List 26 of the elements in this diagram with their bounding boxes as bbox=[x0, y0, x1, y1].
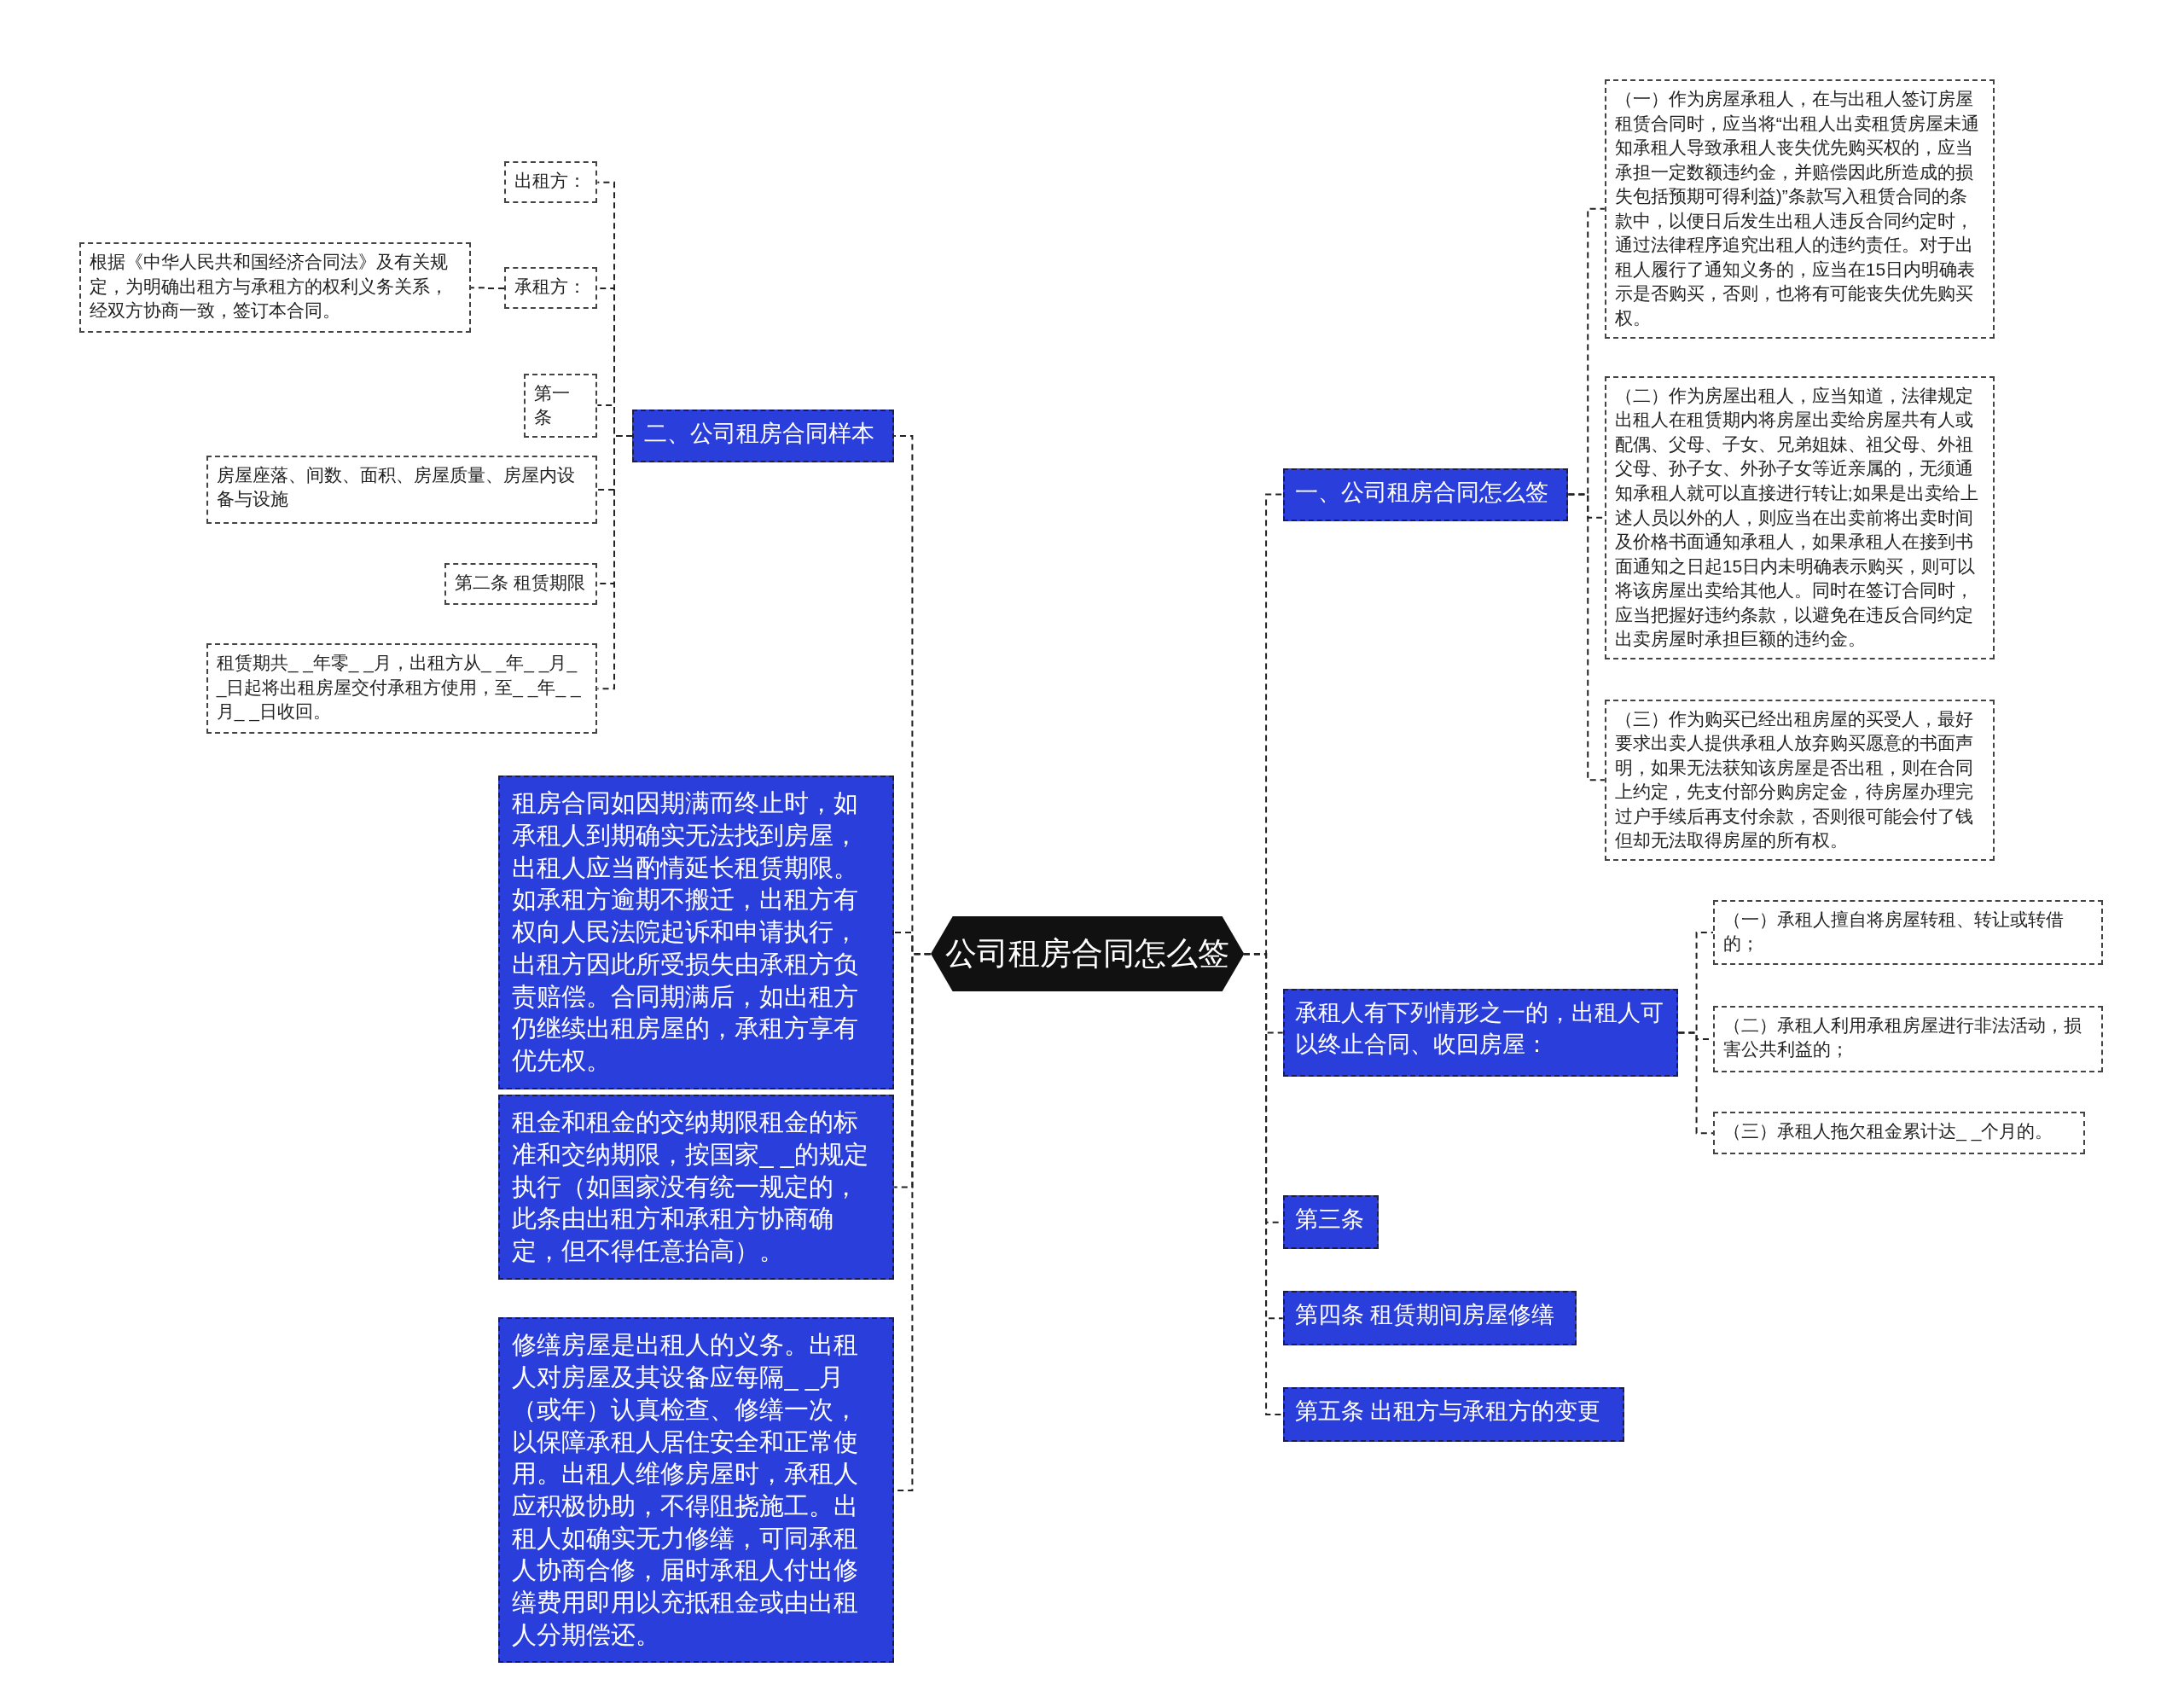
text-box: （二）承租人利用承租房屋进行非法活动，损害公共利益的； bbox=[1713, 1005, 2104, 1073]
central-topic: 公司租房合同怎么签 bbox=[930, 916, 1244, 992]
topic-box: 修缮房屋是出租人的义务。出租人对房屋及其设备应每隔_ _月（或年）认真检查、修缮一次，以保障承租人居住安全和正常使用。出租人维修房屋时，承租人应积极协助，不得阻挠施工。出租人如确实无力修缮，可同承租人协商合修，届时承租人付出修缮费用即用以充抵租金或由出租人分期偿还。 bbox=[498, 1317, 895, 1664]
text-box: （一）作为房屋承租人，在与出租人签订房屋租赁合同时，应当将“出租人出卖租赁房屋未通知承租人导致承租人丧失优先购买权的，应当承担一定数额违约金，并赔偿因此所造成的损失包括预期可得利益)”条款写入租赁合同的条款中，以便日后发生出租人违反合同约定时，通过法律程序追究出租人的违约责任。对于出租人履行了通知义务的，应当在15日内明确表示是否购买，否则，也将有可能丧失优先购买权。 bbox=[1604, 79, 1995, 339]
text-box: （一）承租人擅自将房屋转租、转让或转借的； bbox=[1713, 899, 2104, 966]
topic-box: 第四条 租赁期间房屋修缮 bbox=[1282, 1291, 1577, 1346]
topic-box: 一、公司租房合同怎么签 bbox=[1282, 468, 1569, 521]
topic-box: 第五条 出租方与承租方的变更 bbox=[1282, 1387, 1624, 1442]
text-box: 房屋座落、间数、面积、房屋质量、房屋内设备与设施 bbox=[206, 455, 598, 524]
text-box: （二）作为房屋出租人，应当知道，法律规定出租人在租赁期内将房屋出卖给房屋共有人或配偶、父母、子女、兄弟姐妹、祖父母、外祖父母、孙子女、外孙子女等近亲属的，无须通知承租人就可以直接进行转让;如果是出卖给上述人员以外的人，则应当在出卖前将出卖时间及价格书面通知承租人，如果承租人在接到书面通知之日起15日内未明确表示购买，则可以将该房屋出卖给其他人。同时在签订合同时，应当把握好违约条款，以避免在违反合同约定出卖房屋时承担巨额的违约金。 bbox=[1604, 375, 1995, 659]
connector-line bbox=[1567, 493, 1606, 781]
text-box: （三）作为购买已经出租房屋的买受人，最好要求出卖人提供承租人放弃购买愿意的书面声明，如果无法获知该房屋是否出租，则在合同上约定，先支付部分购房定金，待房屋办理完过户手续后再支付余款，否则很可能会付了钱但却无法取得房屋的所有权。 bbox=[1604, 699, 1995, 861]
text-box: （三）承租人拖欠租金累计达_ _个月的。 bbox=[1713, 1111, 2086, 1155]
topic-box: 租房合同如因期满而终止时，如承租人到期确实无法找到房屋，出租人应当酌情延长租赁期限。如承租方逾期不搬迁，出租方有权向人民法院起诉和申请执行，出租方因此所受损失由承租方负责赔偿。合同期满后，如出租方仍继续出租房屋的，承租方享有优先权。 bbox=[498, 776, 895, 1089]
text-box: 出租方： bbox=[504, 161, 598, 204]
text-box: 根据《中华人民共和国经济合同法》及有关规定，为明确出租方与承租方的权利义务关系，经双方协商一致，签订本合同。 bbox=[79, 242, 471, 334]
text-box: 承租方： bbox=[504, 267, 598, 310]
topic-box: 承租人有下列情形之一的，出租人可以终止合同、收回房屋： bbox=[1282, 989, 1679, 1077]
text-box: 第一条 bbox=[523, 373, 598, 438]
topic-box: 租金和租金的交纳期限租金的标准和交纳期限，按国家_ _的规定执行（如国家没有统一规定的，此条由出租方和承租方协商确定，但不得任意抬高）。 bbox=[498, 1095, 895, 1280]
text-box: 第二条 租赁期限 bbox=[444, 562, 598, 605]
topic-box: 二、公司租房合同样本 bbox=[632, 410, 895, 463]
connector-line bbox=[1677, 1031, 1715, 1135]
connector-line bbox=[469, 287, 505, 289]
text-box: 租赁期共_ _年零_ _月，出租方从_ _年_ _月_ _日起将出租房屋交付承租方使用，至_ _年_ _月_ _日收回。 bbox=[206, 643, 598, 735]
topic-box: 第三条 bbox=[1282, 1194, 1380, 1250]
